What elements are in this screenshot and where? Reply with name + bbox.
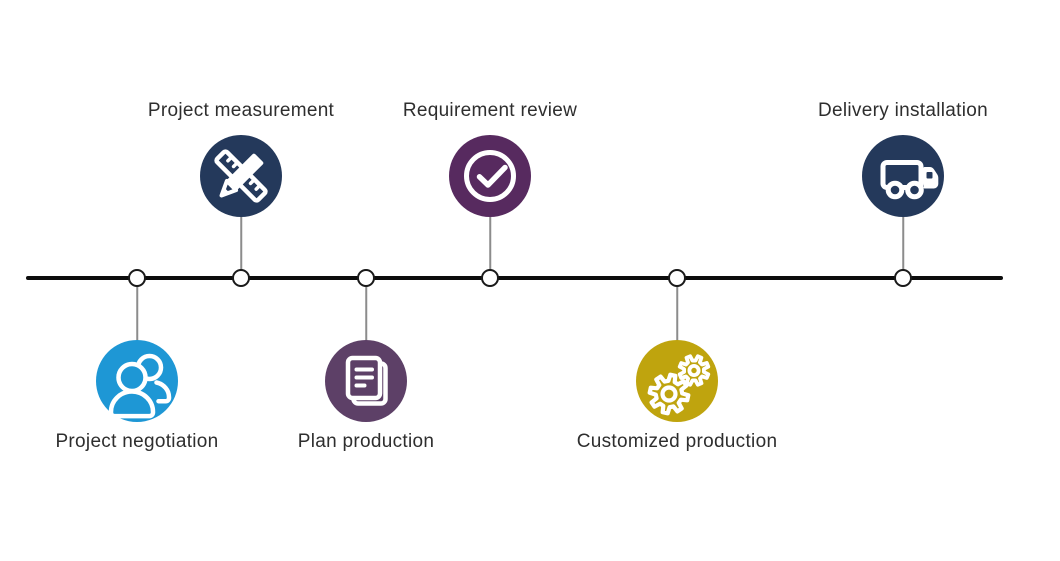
people-icon	[96, 340, 178, 422]
connector-line	[676, 278, 678, 344]
timeline-node	[481, 269, 499, 287]
step-icon-bubble	[636, 340, 718, 422]
connector-line	[489, 213, 491, 278]
timeline-axis	[26, 276, 1003, 280]
document-icon	[325, 340, 407, 422]
step-label: Delivery installation	[818, 100, 988, 121]
step-icon-bubble	[449, 135, 531, 217]
timeline-node	[668, 269, 686, 287]
step-label: Plan production	[297, 431, 435, 452]
connector-line	[902, 213, 904, 278]
step-label: Requirement review	[402, 100, 578, 121]
step-icon-bubble	[96, 340, 178, 422]
connector-line	[365, 278, 367, 344]
connector-line	[136, 278, 138, 344]
step-icon-bubble	[862, 135, 944, 217]
timeline-node	[232, 269, 250, 287]
step-label: Project negotiation	[55, 431, 219, 452]
check-circle-icon	[449, 135, 531, 217]
timeline-node	[894, 269, 912, 287]
ruler-pencil-icon	[200, 135, 282, 217]
truck-icon	[862, 135, 944, 217]
step-icon-bubble	[325, 340, 407, 422]
connector-line	[240, 213, 242, 278]
step-label: Project measurement	[147, 100, 335, 121]
step-label: Customized production	[576, 431, 778, 452]
step-icon-bubble	[200, 135, 282, 217]
gears-icon	[636, 340, 718, 422]
timeline-node	[357, 269, 375, 287]
timeline-node	[128, 269, 146, 287]
